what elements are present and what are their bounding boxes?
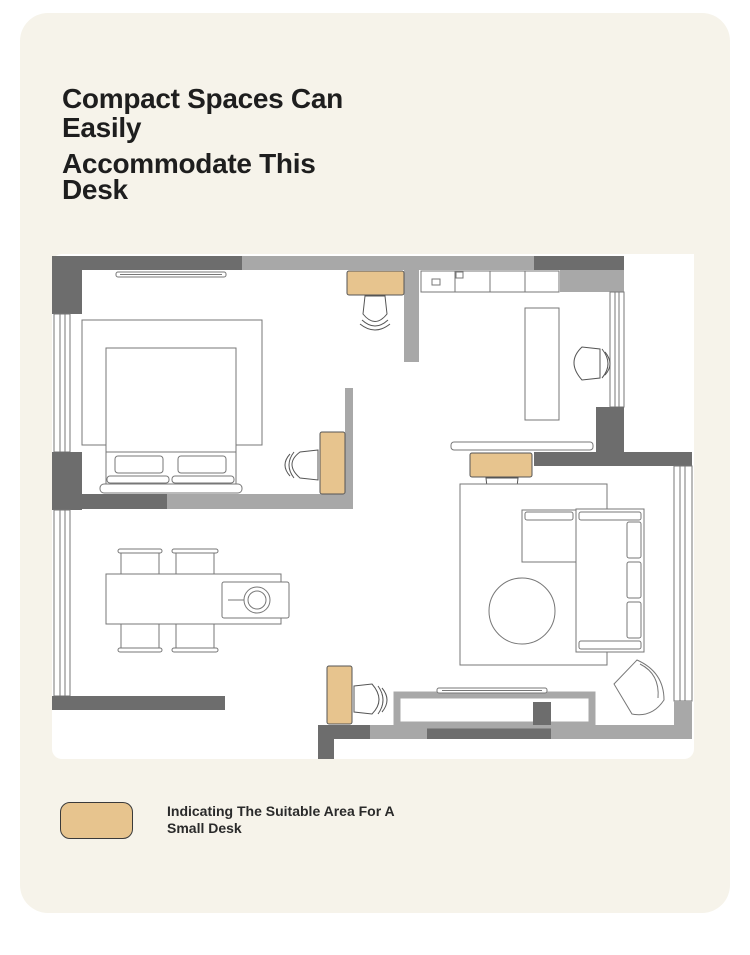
wall-partition-top — [404, 270, 419, 362]
wall-top-right-dark — [534, 256, 624, 270]
floor-plan — [52, 254, 694, 759]
lounge-chair — [613, 659, 665, 716]
tv-console — [393, 691, 596, 729]
office-bench — [450, 441, 594, 451]
desk-spot-living — [469, 452, 533, 478]
desk-spot-bottom — [326, 665, 353, 725]
wall-top-left-dark — [52, 256, 242, 270]
chair-bottom — [353, 683, 388, 715]
armchair-back — [524, 511, 574, 521]
window-left-lower — [53, 509, 71, 697]
title-line-2: Accommodate This Desk — [62, 148, 316, 205]
wall-bedroom-bottom-light — [167, 494, 352, 509]
pillow-right — [177, 455, 227, 474]
window-office-right — [609, 291, 625, 408]
tv-console-dark — [533, 702, 551, 725]
legend-swatch — [60, 802, 133, 839]
wall-corner-top-left — [52, 256, 82, 314]
legend-label: Indicating The Suitable Area For A Small… — [167, 803, 395, 836]
wall-office-right-light — [560, 270, 624, 292]
wall-bottom-left — [52, 696, 225, 710]
wall-bedroom-bottom-dark — [52, 494, 167, 509]
sink-small-1 — [431, 278, 441, 286]
nightstand-right — [171, 475, 235, 484]
title-line-1: Compact Spaces Can Easily — [62, 83, 343, 143]
chair-bedroom — [284, 449, 319, 481]
dining-chair-t1 — [120, 552, 160, 575]
dining-chair-b1 — [120, 623, 160, 649]
wall-bottom-stub — [318, 739, 334, 759]
desk-spot-bedroom — [319, 431, 346, 495]
dining-chair-t2 — [175, 552, 215, 575]
bed-footboard — [99, 483, 243, 494]
sofa-cushion-3 — [626, 601, 642, 639]
sofa-cushion-1 — [626, 521, 642, 559]
wall-living-top — [534, 452, 692, 466]
coffee-table — [488, 577, 556, 645]
office-desk — [524, 307, 560, 421]
sofa-back-top — [578, 511, 642, 521]
sofa-back-bottom — [578, 640, 642, 650]
sofa-cushion-2 — [626, 561, 642, 599]
chair-office — [573, 346, 611, 381]
sink-small-2 — [455, 271, 464, 279]
wall-bedroom-right — [345, 388, 353, 509]
window-living-right — [673, 465, 693, 702]
chair-top — [359, 295, 391, 331]
pillow-left — [114, 455, 164, 474]
dining-chair-b2 — [175, 623, 215, 649]
window-left-upper — [53, 313, 71, 453]
wall-bottom-dark-left — [318, 725, 370, 739]
nightstand-left — [106, 475, 170, 484]
wall-living-corner — [674, 701, 692, 725]
wall-top-light — [242, 256, 534, 270]
wall-office-corner — [596, 407, 624, 452]
floor-gap-right — [624, 254, 694, 454]
desk-spot-top — [346, 270, 405, 296]
